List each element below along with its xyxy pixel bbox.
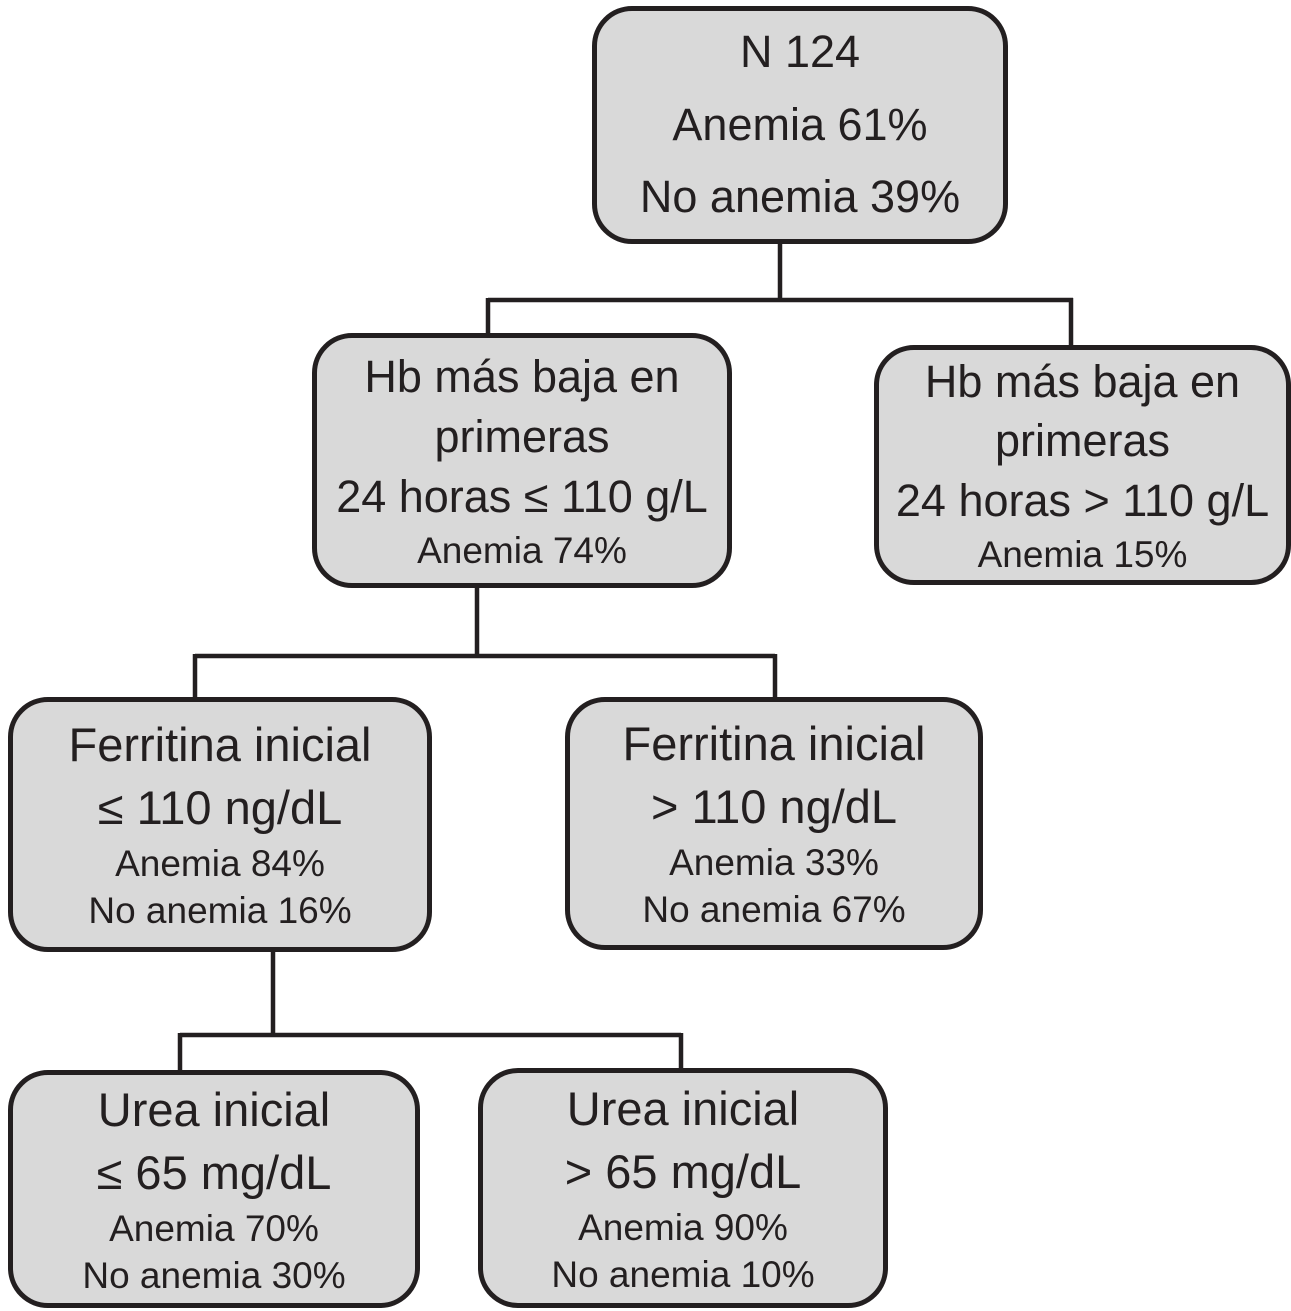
node-stat-line: Anemia 84% — [115, 843, 325, 885]
node-line: 24 horas > 110 g/L — [895, 475, 1270, 527]
node-line: Urea inicial — [97, 1082, 331, 1136]
node-line: Hb más baja en — [924, 355, 1241, 407]
node-stat-line: Anemia 70% — [109, 1207, 319, 1249]
node-line: Urea inicial — [566, 1081, 800, 1135]
node-urea-high: Urea inicial > 65 mg/dL Anemia 90% No an… — [478, 1068, 888, 1308]
node-hb-high: Hb más baja en primeras 24 horas > 110 g… — [874, 345, 1291, 585]
node-line: Hb más baja en — [364, 351, 680, 403]
node-stat-line: Anemia 74% — [417, 529, 627, 571]
node-stat-line: Anemia 15% — [977, 534, 1188, 576]
node-root-n124: N 124 Anemia 61% No anemia 39% — [592, 6, 1008, 244]
node-line: ≤ 110 ng/dL — [97, 781, 343, 835]
node-line: > 65 mg/dL — [564, 1144, 802, 1198]
node-stat-line: Anemia 33% — [669, 842, 879, 884]
node-urea-low: Urea inicial ≤ 65 mg/dL Anemia 70% No an… — [8, 1070, 420, 1308]
node-line: primeras — [994, 415, 1171, 467]
node-line: Ferritina inicial — [622, 717, 926, 771]
node-line: primeras — [434, 410, 610, 462]
node-line: 24 horas ≤ 110 g/L — [336, 470, 708, 522]
node-line: No anemia 39% — [639, 171, 961, 223]
node-stat-line: No anemia 10% — [551, 1253, 815, 1295]
node-line: > 110 ng/dL — [650, 780, 898, 834]
node-stat-line: No anemia 30% — [82, 1254, 346, 1296]
node-stat-line: No anemia 67% — [642, 889, 906, 931]
node-stat-line: Anemia 90% — [578, 1206, 788, 1248]
node-line: Ferritina inicial — [68, 718, 372, 772]
node-line: N 124 — [739, 25, 861, 77]
edge-hb-to-ferritin — [192, 586, 778, 699]
edge-ferritin-to-urea — [177, 950, 684, 1072]
node-ferritin-high: Ferritina inicial > 110 ng/dL Anemia 33%… — [565, 697, 983, 950]
node-ferritin-low: Ferritina inicial ≤ 110 ng/dL Anemia 84%… — [8, 697, 432, 952]
node-line: ≤ 65 mg/dL — [96, 1145, 332, 1199]
node-hb-low: Hb más baja en primeras 24 horas ≤ 110 g… — [312, 333, 732, 588]
node-line: Anemia 61% — [672, 98, 928, 150]
node-stat-line: No anemia 16% — [88, 890, 352, 932]
edge-root-to-hb — [485, 242, 1074, 347]
